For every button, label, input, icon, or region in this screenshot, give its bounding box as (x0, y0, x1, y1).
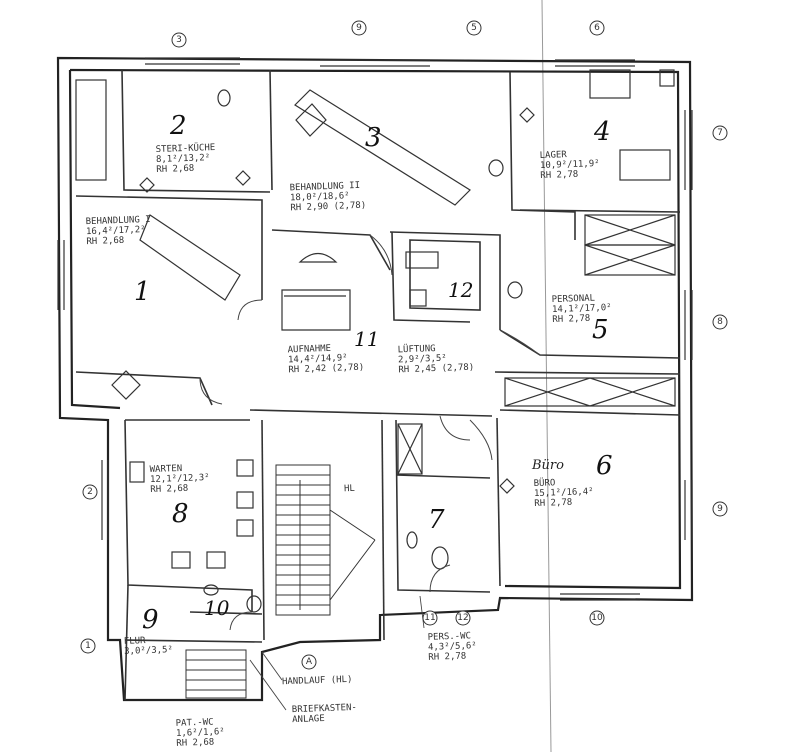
room-number: 11 (354, 327, 380, 351)
room-number: 5 (592, 315, 609, 345)
window-marks (57, 57, 693, 601)
leader-lines (249, 595, 425, 711)
handrail-short-note: HL (343, 483, 356, 495)
diamond-markers (111, 103, 535, 494)
axis-marker: 1 (85, 641, 91, 651)
axis-marker: 3 (176, 35, 182, 45)
axis-marker: 2 (87, 487, 93, 497)
axis-marker: 12 (457, 613, 469, 623)
room-number: 4 (594, 117, 611, 147)
axis-marker: 5 (471, 23, 477, 33)
stairs (185, 464, 376, 699)
axis-marker: 6 (594, 23, 600, 33)
storage-cabinets (75, 79, 676, 475)
room-number: 2 (170, 111, 187, 141)
room-number: 7 (428, 505, 445, 535)
axis-marker: A (305, 657, 313, 667)
scan-fold-line (541, 0, 552, 752)
axis-marker-circles (80, 20, 728, 670)
room-number: 6 (596, 451, 613, 481)
axis-marker: 11 (424, 613, 436, 623)
axis-marker: 9 (356, 23, 362, 33)
room-number: 3 (365, 123, 382, 153)
room-number: 8 (172, 499, 189, 529)
office-handwritten-note: Büro (532, 458, 564, 473)
axis-marker: 9 (717, 504, 723, 514)
room-number: 9 (142, 605, 159, 635)
mailbox-note: BRIEFKASTEN-ANLAGE (291, 702, 358, 726)
axis-marker: 10 (591, 613, 603, 623)
room-number: 10 (204, 596, 230, 620)
door-swings (199, 234, 541, 631)
axis-marker: 8 (717, 317, 723, 327)
furniture (129, 69, 675, 613)
axis-marker: 7 (717, 128, 723, 138)
room-number: 1 (134, 277, 151, 307)
room-number: 12 (448, 278, 474, 302)
